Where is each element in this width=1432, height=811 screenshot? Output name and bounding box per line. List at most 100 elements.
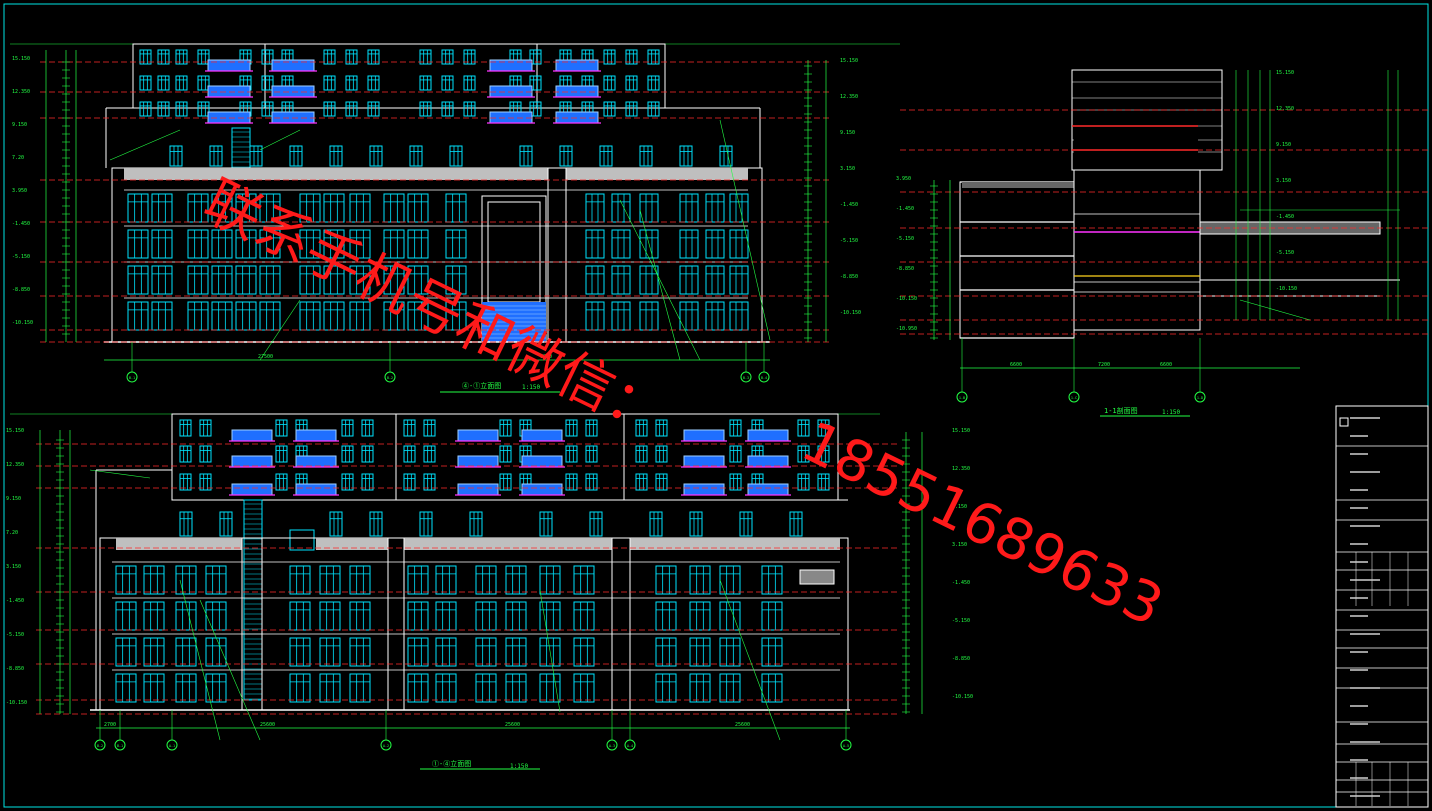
window xyxy=(679,229,699,259)
axis-label: A-3 xyxy=(609,744,615,748)
window xyxy=(719,565,741,595)
window-frame xyxy=(499,445,512,463)
balcony xyxy=(205,59,253,72)
window xyxy=(143,601,165,631)
window-frame xyxy=(259,265,281,295)
window-frame xyxy=(341,419,354,437)
window xyxy=(199,473,212,491)
window xyxy=(127,193,149,223)
window-frame xyxy=(143,673,165,703)
level-label-left: 12.350 xyxy=(6,462,24,468)
window xyxy=(679,145,693,167)
window-frame xyxy=(383,193,405,223)
leader-line xyxy=(109,129,181,161)
balcony xyxy=(229,483,275,496)
window-frame xyxy=(639,145,653,167)
window-frame xyxy=(519,145,533,167)
window-frame xyxy=(647,75,660,91)
window xyxy=(647,75,660,91)
balcony xyxy=(553,111,601,124)
balcony-rail xyxy=(683,455,725,468)
window-frame xyxy=(539,673,561,703)
level-label-right: -1.450 xyxy=(840,202,858,208)
window xyxy=(585,301,605,331)
axis-bubble xyxy=(1068,391,1080,403)
level-label-left: -1.450 xyxy=(6,598,24,604)
window xyxy=(463,75,476,91)
window-frame xyxy=(423,419,436,437)
axis-label: 1-D xyxy=(1197,396,1203,400)
window xyxy=(341,473,354,491)
window-frame xyxy=(235,229,257,259)
window-frame xyxy=(761,673,783,703)
level-label-left: -5.150 xyxy=(12,254,30,260)
svg-text:1-1剖面图: 1-1剖面图 xyxy=(1104,406,1138,415)
window-frame xyxy=(539,637,561,667)
cornice-1 xyxy=(116,538,242,550)
axis-bubble xyxy=(740,371,752,383)
window xyxy=(761,565,783,595)
window-frame xyxy=(127,265,149,295)
window xyxy=(647,101,660,117)
window xyxy=(719,145,733,167)
level-label-right: 12.350 xyxy=(840,94,858,100)
window-frame xyxy=(625,49,638,65)
window-frame xyxy=(383,265,405,295)
axis-bubble xyxy=(166,739,178,751)
axis-label: 1-B xyxy=(959,396,965,400)
window-frame xyxy=(719,565,741,595)
window xyxy=(423,445,436,463)
window-frame xyxy=(349,601,371,631)
level-label-left: -1.450 xyxy=(896,206,914,212)
window-frame xyxy=(435,637,457,667)
level-label-left: -1.450 xyxy=(12,221,30,227)
svg-text:1:150: 1:150 xyxy=(522,384,540,391)
window xyxy=(127,301,149,331)
window-frame xyxy=(139,101,152,117)
window xyxy=(115,601,137,631)
window xyxy=(585,473,598,491)
balcony-rail xyxy=(207,85,251,98)
window-frame xyxy=(205,565,227,595)
window-frame xyxy=(323,101,336,117)
cornice-right xyxy=(566,168,748,180)
window xyxy=(573,565,595,595)
window-frame xyxy=(211,265,233,295)
window-frame xyxy=(151,301,173,331)
window xyxy=(275,445,288,463)
window xyxy=(499,473,512,491)
balcony-rail xyxy=(747,455,789,468)
window xyxy=(341,419,354,437)
window-frame xyxy=(705,229,725,259)
window xyxy=(611,301,631,331)
window-frame xyxy=(603,101,616,117)
window-frame xyxy=(345,49,358,65)
section-right-block xyxy=(1073,169,1201,331)
window xyxy=(205,601,227,631)
window xyxy=(449,145,463,167)
window xyxy=(463,101,476,117)
window-frame xyxy=(761,601,783,631)
window-frame xyxy=(705,265,725,295)
window-frame xyxy=(639,265,659,295)
window-frame xyxy=(635,473,648,491)
cornice-2 xyxy=(316,538,388,550)
window xyxy=(197,75,210,91)
watermark-line2: 18551689633 xyxy=(792,409,1173,639)
main-facade xyxy=(99,537,849,711)
window-frame xyxy=(463,49,476,65)
axis-label: B-2 xyxy=(387,376,393,380)
window xyxy=(323,229,345,259)
window-frame xyxy=(689,565,711,595)
window xyxy=(797,445,810,463)
window xyxy=(211,301,233,331)
window xyxy=(655,637,677,667)
balcony-rail xyxy=(555,111,599,124)
axis-bubble xyxy=(840,739,852,751)
window-frame xyxy=(205,673,227,703)
balcony-rail xyxy=(231,429,273,442)
window xyxy=(369,511,383,537)
window-frame xyxy=(115,673,137,703)
window xyxy=(529,101,542,117)
